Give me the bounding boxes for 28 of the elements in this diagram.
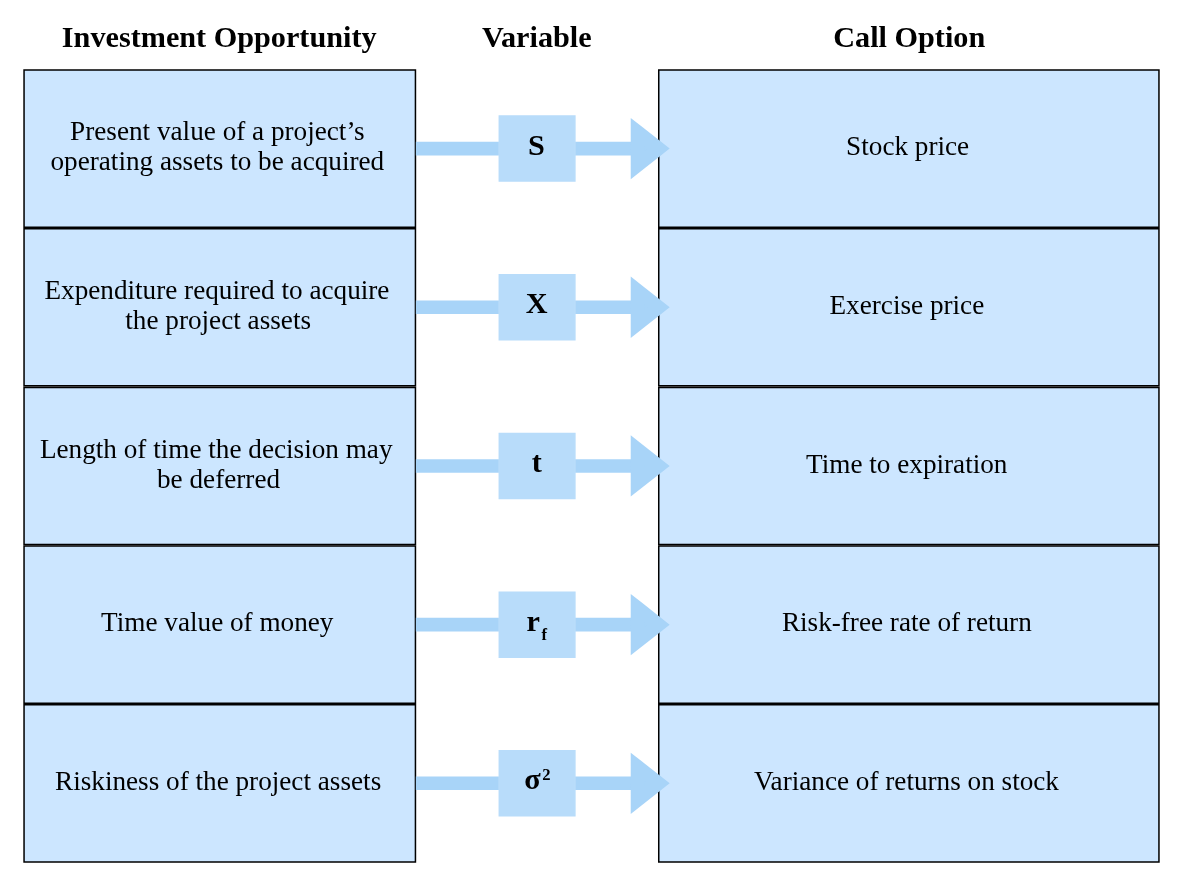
node-box: S <box>498 115 576 182</box>
node-box: Riskiness of the project assets <box>22 703 416 863</box>
connector <box>415 617 499 632</box>
node-box: X <box>498 274 576 341</box>
label: Call Option <box>832 20 985 55</box>
label: Investment Opportunity <box>61 20 377 55</box>
label: Variable <box>481 20 592 55</box>
node-box: Variance of returns on stock <box>657 703 1160 863</box>
node-box: t <box>498 432 576 500</box>
node-box: Time to expiration <box>657 386 1160 546</box>
node-box: Length of time the decision may be deferred <box>22 386 416 546</box>
node-box: Risk-free rate of return <box>657 545 1160 704</box>
arrow <box>574 593 670 656</box>
node-box: Present value of a project’s operating assets to be acquired <box>22 69 416 228</box>
node-box: r$_{f}$ <box>498 591 576 658</box>
node-box: Time value of money <box>22 545 416 704</box>
connector <box>415 459 499 473</box>
node-box: Expenditure required to acquire the project assets <box>22 227 416 387</box>
arrow <box>574 752 670 814</box>
connector <box>415 300 499 315</box>
arrow <box>574 435 670 497</box>
node-box: σ$^{2}$ <box>498 750 576 817</box>
arrow <box>574 117 670 180</box>
connector <box>415 141 499 156</box>
arrow <box>574 276 670 338</box>
connector <box>415 776 499 791</box>
node-box: Exercise price <box>657 227 1160 387</box>
node-box: Stock price <box>657 69 1160 228</box>
